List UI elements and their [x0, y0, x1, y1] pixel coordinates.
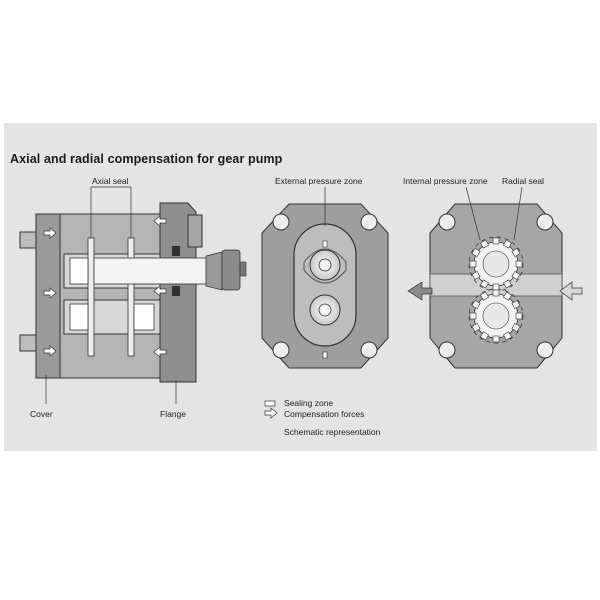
- gear-tooth: [471, 322, 481, 333]
- outlet-arrow-icon: [407, 281, 433, 301]
- inlet-arrow-icon: [559, 281, 583, 301]
- radial-seal-label: Radial seal: [502, 176, 545, 186]
- legend-sealing-zone: Sealing zone: [284, 398, 334, 408]
- external-pressure-zone-label: External pressure zone: [275, 176, 363, 186]
- cross-section-view: [19, 186, 247, 404]
- compensation-forces-icon: [264, 407, 278, 419]
- axial-seal-plate-left: [87, 237, 95, 357]
- gear-tooth: [515, 312, 523, 320]
- compensation-arrow-icon: [153, 215, 167, 227]
- gear-tooth: [511, 322, 521, 333]
- compensation-arrow-icon: [43, 345, 57, 357]
- gear-tooth: [511, 270, 521, 281]
- compensation-arrow-icon: [153, 346, 167, 358]
- legend-note: Schematic representation: [284, 427, 381, 437]
- gear-tooth: [502, 331, 513, 341]
- gear-tooth: [479, 331, 490, 341]
- compensation-arrow-icon: [43, 227, 57, 239]
- flange-label: Flange: [160, 409, 186, 419]
- gear-tooth: [492, 289, 500, 297]
- gear-tooth: [511, 299, 521, 310]
- pump-body: [59, 213, 171, 379]
- gear-tooth: [502, 291, 513, 301]
- diagram-title: Axial and radial compensation for gear p…: [10, 152, 283, 166]
- gear-tooth: [471, 299, 481, 310]
- cover-lug-bottom: [19, 334, 37, 352]
- drive-shaft: [93, 257, 225, 285]
- upper-gear-icon: [309, 249, 341, 281]
- shaft-nut: [221, 249, 241, 291]
- gear-tooth: [492, 283, 500, 291]
- gear-tooth: [479, 291, 490, 301]
- sealing-zone-icon: [264, 400, 276, 407]
- axial-seal-label: Axial seal: [92, 176, 129, 186]
- compensation-arrow-icon: [153, 285, 167, 297]
- gear-tooth: [479, 279, 490, 289]
- gear-tooth: [469, 312, 477, 320]
- compensation-arrow-icon: [43, 287, 57, 299]
- external-pressure-view: [261, 187, 389, 369]
- gear-tooth: [515, 260, 523, 268]
- gear-tooth: [471, 270, 481, 281]
- lower-gear-icon: [309, 294, 341, 326]
- legend-compensation-forces: Compensation forces: [284, 409, 365, 419]
- cover-label: Cover: [30, 409, 53, 419]
- flange-lug: [187, 214, 203, 248]
- gear-tooth: [511, 247, 521, 258]
- gear-tooth: [502, 239, 513, 249]
- gear-tooth: [469, 260, 477, 268]
- axial-seal-plate-right: [127, 237, 135, 357]
- cover-lug-top: [19, 231, 37, 249]
- gear-tooth: [479, 239, 490, 249]
- gear-tooth: [492, 335, 500, 343]
- gear-tooth: [502, 279, 513, 289]
- internal-pressure-zone-label: Internal pressure zone: [403, 176, 488, 186]
- gear-tooth: [471, 247, 481, 258]
- gear-tooth: [492, 237, 500, 245]
